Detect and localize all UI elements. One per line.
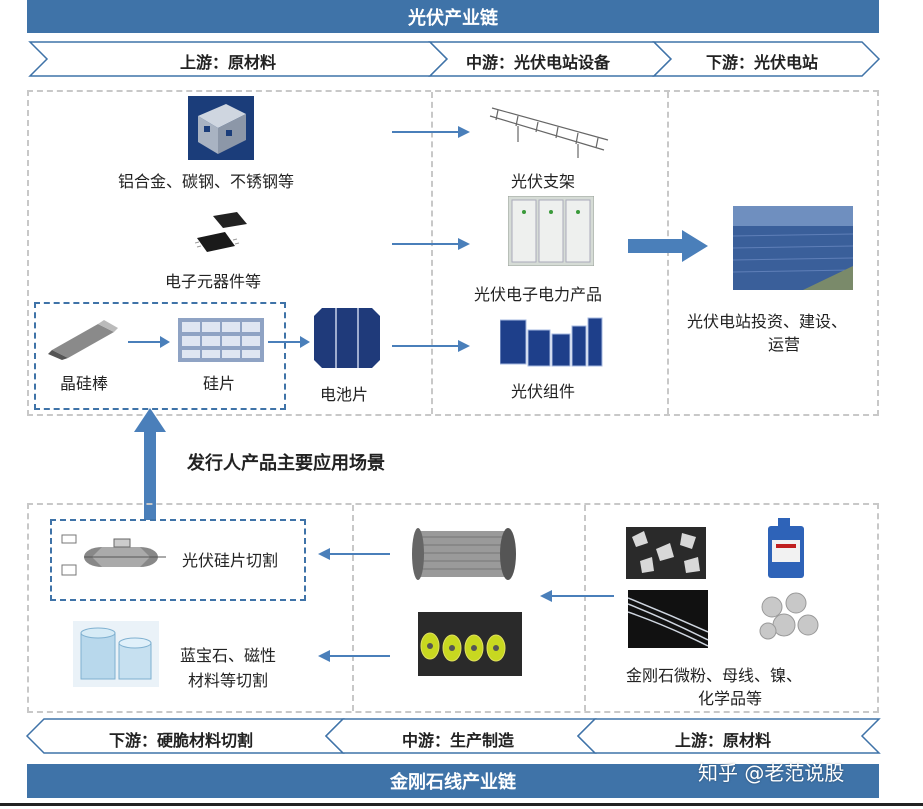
bottom-downstream-label: 下游：硬脆材料切割 [109, 731, 254, 750]
arrow-up-to-ingot-box [134, 408, 166, 520]
station-label-2: 运营 [768, 335, 801, 354]
production-line-image [418, 612, 522, 676]
power-products-label: 光伏电子电力产品 [474, 285, 603, 304]
raw-label-2: 化学品等 [698, 689, 763, 708]
sapphire-label-1: 蓝宝石、磁性 [180, 646, 277, 665]
arrow-electronic-to-power [392, 238, 470, 250]
station-label-1: 光伏电站投资、建设、 [687, 312, 848, 331]
chip-image [195, 212, 247, 252]
modules-label: 光伏组件 [511, 382, 576, 401]
bottom-upstream-label: 上游：原材料 [675, 731, 772, 750]
ingot-wafer-box [34, 302, 286, 410]
arrow-cell-to-module [392, 340, 470, 352]
wafer-label: 硅片 [203, 374, 236, 393]
top-divider-1 [431, 92, 433, 414]
center-title: 发行人产品主要应用场景 [187, 453, 385, 474]
top-chain-title: 光伏产业链 [408, 7, 498, 29]
chevron-upstream-bottom [576, 718, 881, 754]
raw-label-1: 金刚石微粉、母线、镍、 [626, 666, 803, 685]
aluminum-profile-image [188, 96, 254, 160]
arrow-to-station [628, 230, 708, 262]
arrow-aluminum-to-bracket [392, 126, 470, 138]
silicon-ingot-image [48, 320, 118, 360]
top-midstream-label: 中游：光伏电站设备 [466, 53, 611, 72]
bottom-chain-banner: 金刚石线产业链 [27, 764, 879, 798]
cell-label: 电池片 [320, 385, 369, 404]
top-chain-banner: 光伏产业链 [27, 0, 879, 33]
wafer-cutting-diagram [61, 534, 166, 576]
bottom-midstream-label: 中游：生产制造 [402, 731, 515, 750]
bus-wire-image [628, 590, 708, 648]
chemical-canister-image [768, 518, 804, 578]
chevron-downstream [652, 41, 881, 77]
wire-spool-image [412, 528, 516, 580]
power-cabinet-image [508, 196, 594, 266]
arrow-production-to-sapphire [318, 650, 390, 662]
silicon-wafer-image [178, 318, 264, 362]
arrow-spool-to-pv-cut [318, 548, 390, 560]
pv-cut-box [50, 519, 306, 601]
sapphire-label-2: 材料等切割 [188, 671, 269, 690]
bottom-chain-title: 金刚石线产业链 [390, 772, 516, 793]
top-stage-chevrons [28, 41, 881, 77]
nickel-image [759, 592, 819, 640]
bottom-divider-2 [584, 505, 586, 711]
ingot-label: 晶硅棒 [60, 374, 109, 393]
solar-cell-image [314, 308, 380, 368]
bottom-panel [27, 503, 879, 713]
bottom-rule [0, 803, 923, 806]
pv-bracket-image [489, 107, 609, 158]
arrow-wafer-to-cell [268, 336, 310, 348]
electronic-label: 电子元器件等 [165, 272, 262, 291]
arrow-raw-to-production [540, 590, 614, 602]
top-downstream-label: 下游：光伏电站 [706, 53, 819, 72]
top-upstream-label: 上游：原材料 [180, 53, 277, 72]
bracket-label: 光伏支架 [511, 172, 576, 191]
power-station-image [733, 206, 853, 290]
bottom-stage-chevrons [25, 718, 881, 754]
top-panel [27, 90, 879, 416]
arrow-ingot-to-wafer [128, 336, 170, 348]
diamond-powder-image [626, 527, 706, 579]
pv-modules-image [500, 317, 603, 367]
watermark: 知乎 @老范说股 [698, 761, 845, 785]
pv-cut-label: 光伏硅片切割 [182, 551, 279, 570]
aluminum-label: 铝合金、碳钢、不锈钢等 [118, 172, 295, 191]
sapphire-image [73, 621, 159, 687]
bottom-divider-1 [352, 505, 354, 711]
